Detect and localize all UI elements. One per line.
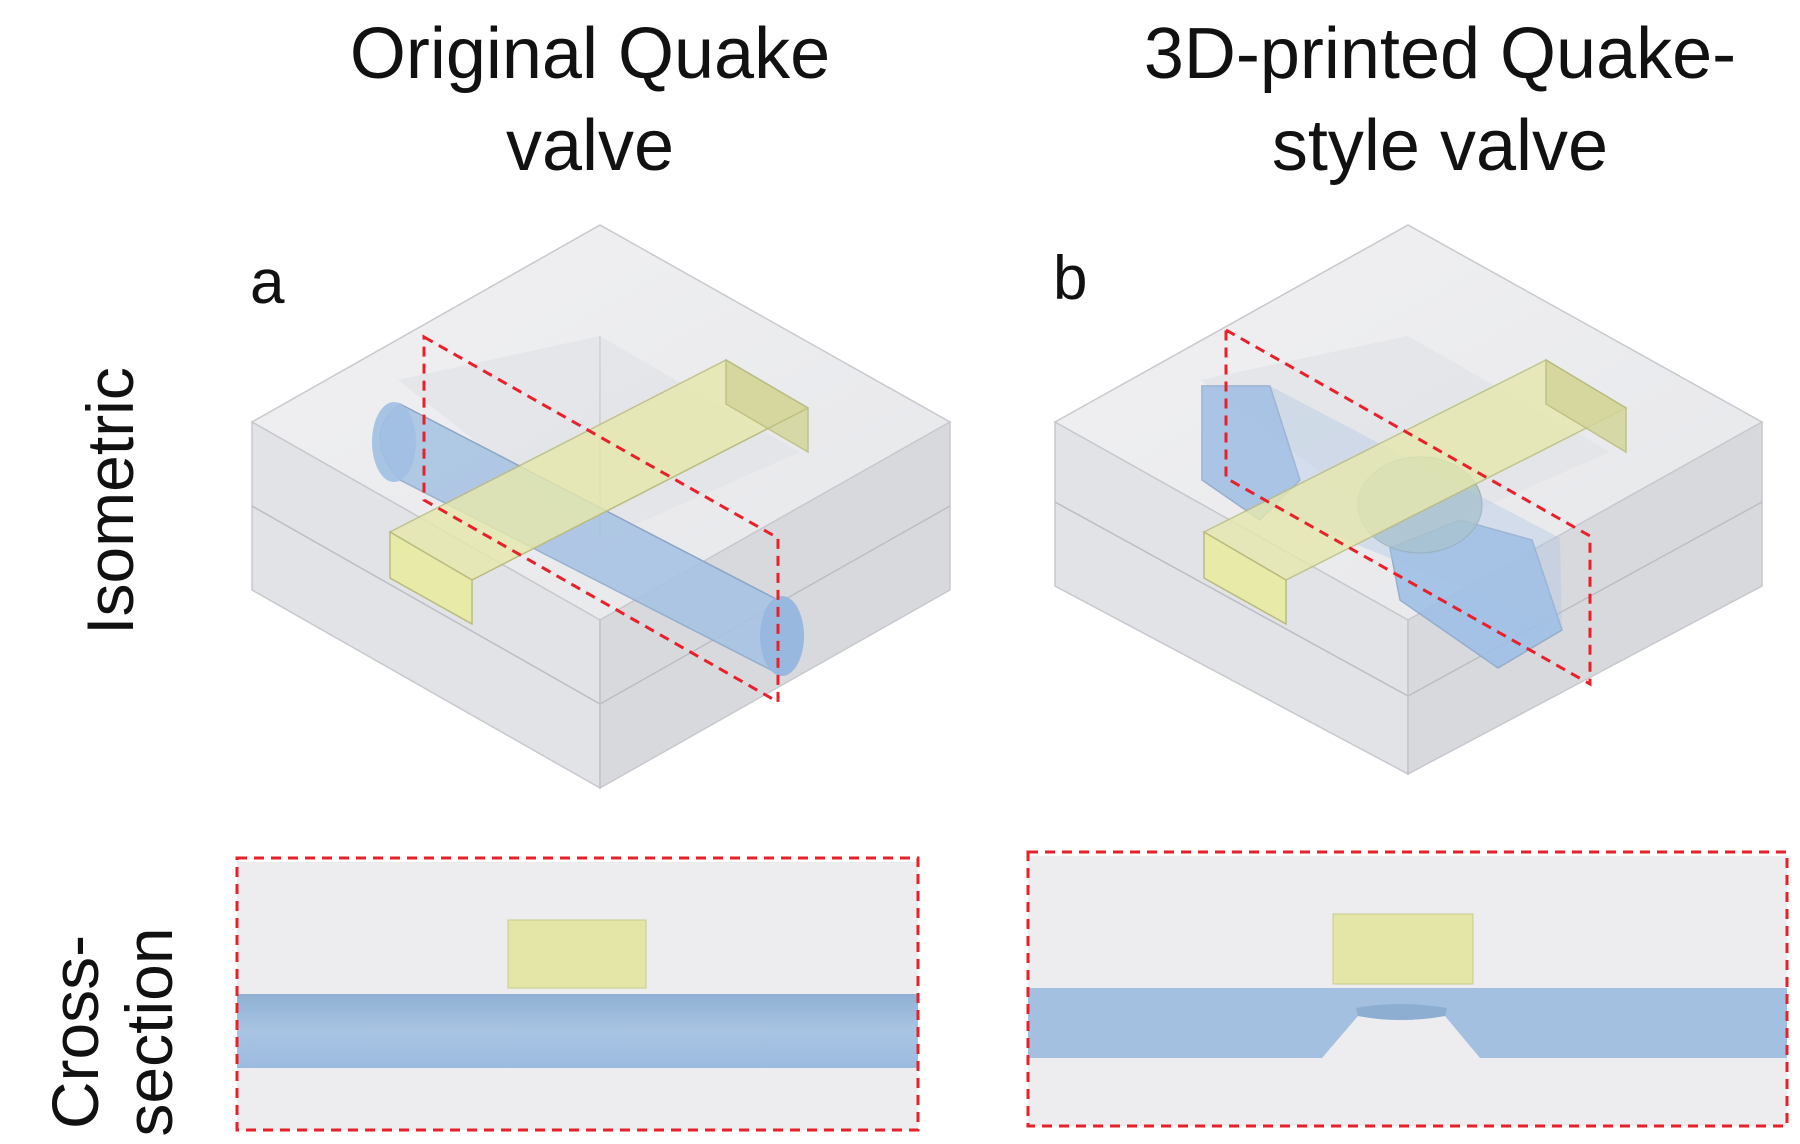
- title-a-line1: Original Quake: [349, 14, 831, 94]
- cross-section-a-flow-channel: [237, 994, 918, 1068]
- control-channel-a: [388, 358, 810, 626]
- cross-section-b-flow-channel: [1028, 988, 1787, 1058]
- cut-plane-b: [1224, 327, 1592, 687]
- title-b-line2: style valve: [1271, 106, 1609, 186]
- cross-section-b-control-channel: [1332, 913, 1474, 985]
- cross-section-a-outline: [235, 856, 920, 1132]
- cross-section-a-control-channel: [507, 919, 647, 989]
- title-b-line1: 3D-printed Quake-: [1143, 14, 1737, 94]
- isometric-original-valve: [250, 224, 952, 790]
- cross-section-b-membrane: [1356, 1004, 1447, 1020]
- cross-section-3d-printed-valve: [1026, 850, 1789, 1128]
- title-a-line2: valve: [505, 106, 675, 186]
- panel-letter-a: a: [250, 248, 285, 317]
- panel-letter-b: b: [1053, 244, 1088, 313]
- title-3d-printed-valve: 3D-printed Quake- style valve: [1040, 8, 1800, 192]
- cross-section-b-outline: [1026, 850, 1789, 1128]
- cross-section-original-valve: [235, 856, 920, 1132]
- isometric-3d-printed-valve: [1053, 224, 1764, 776]
- title-original-quake-valve: Original Quake valve: [250, 8, 930, 192]
